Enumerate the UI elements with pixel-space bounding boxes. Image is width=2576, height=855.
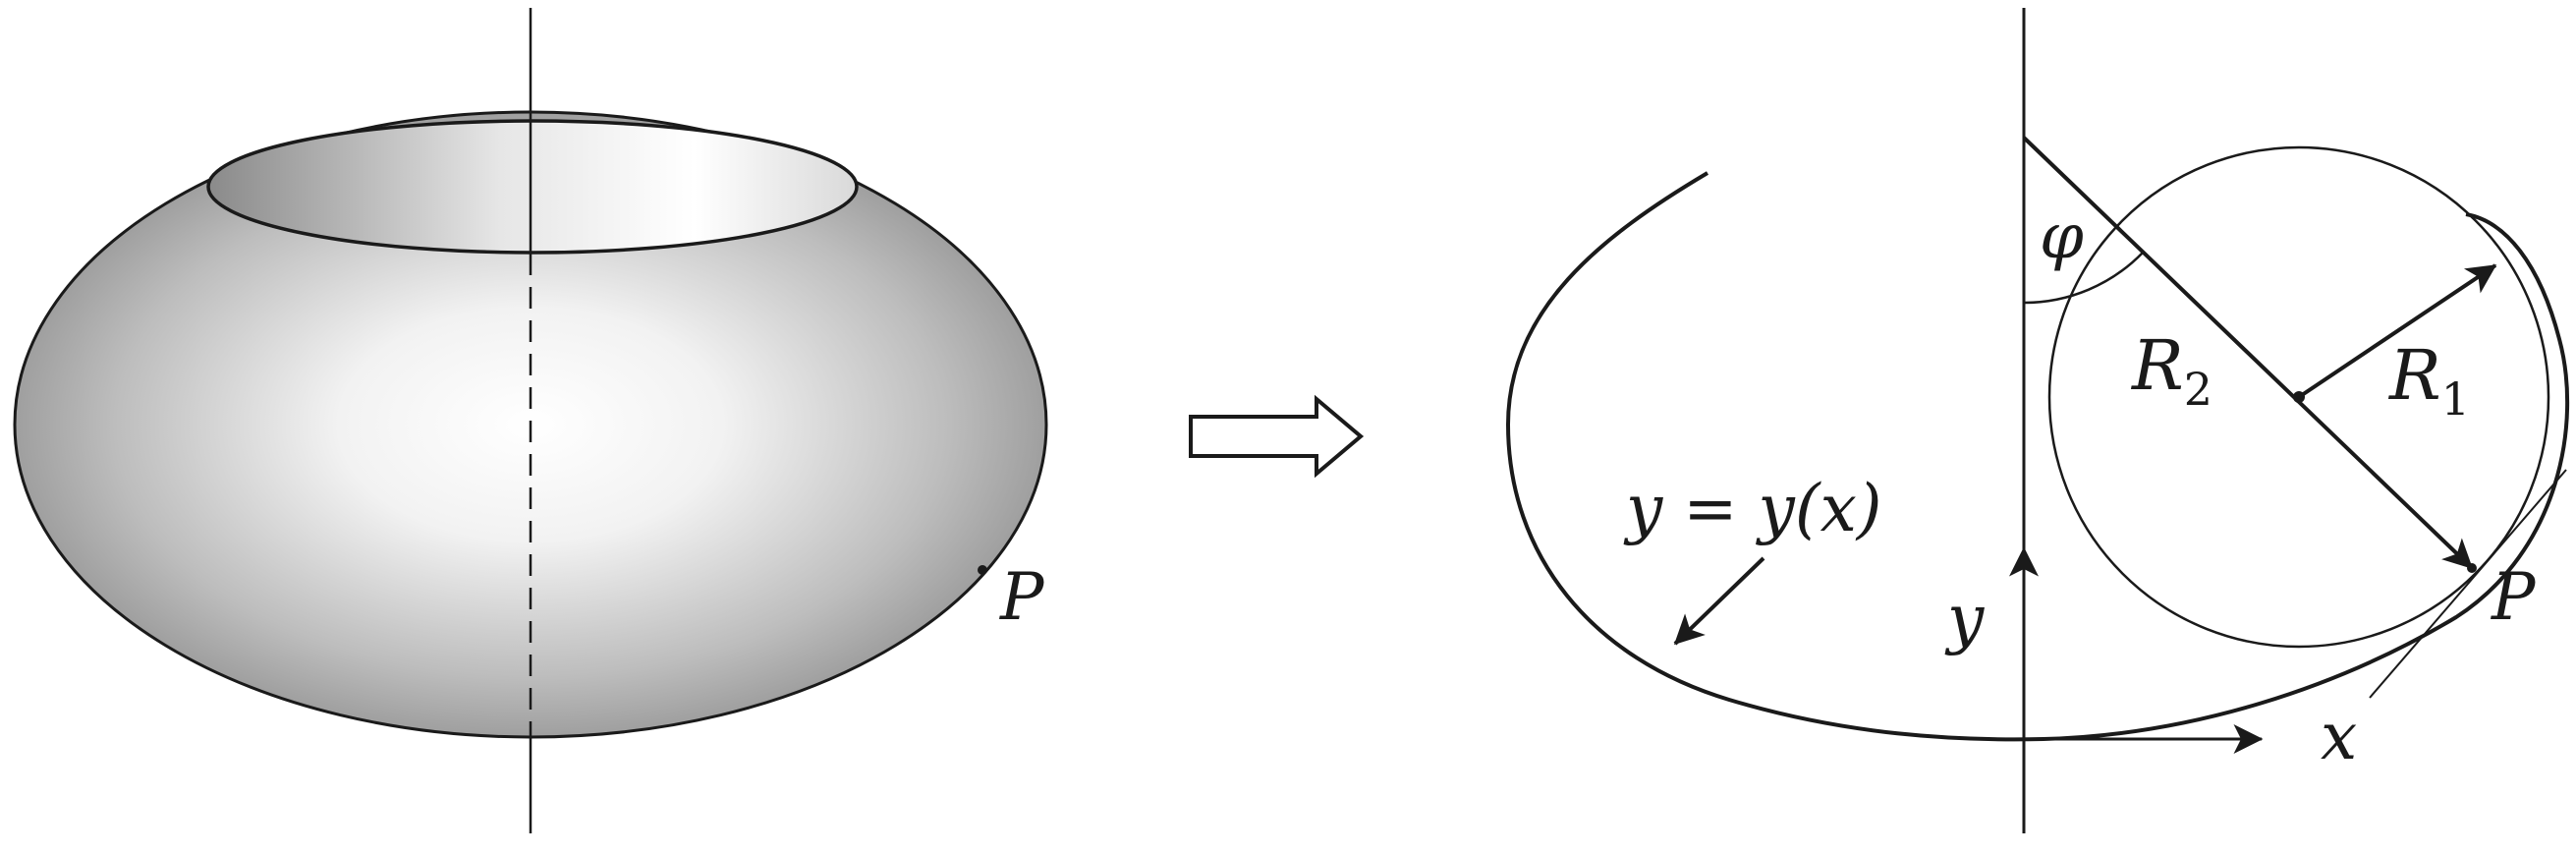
transform-arrow: [1189, 394, 1365, 479]
angle-phi-label: φ: [2040, 200, 2084, 273]
surface-point-p: [978, 565, 987, 575]
profile-point-p: [2467, 563, 2477, 573]
circle-center: [2293, 391, 2305, 403]
r2-label-sub: 2: [2184, 363, 2212, 416]
osculating-circle: [2047, 145, 2550, 649]
curve-label-pointer: [1673, 556, 1765, 646]
curve-equation-label: y = y(x): [1623, 471, 1882, 546]
surface-of-revolution: P: [13, 8, 1048, 833]
y-axis-label: y: [1944, 581, 1985, 656]
normal-line-r2: [2022, 136, 2474, 570]
radius-r1-arrow: [2297, 263, 2497, 399]
meridian-profile: φ R2 R1 y = y(x) y x P: [1505, 8, 2570, 833]
profile-curve: [1505, 171, 2570, 742]
angle-arc: [2023, 252, 2144, 305]
r2-label-main: R: [2130, 325, 2184, 406]
r2-label: R2: [2130, 325, 2212, 416]
profile-point-label: P: [2491, 559, 2537, 635]
x-axis-label: x: [2321, 699, 2357, 774]
r1-label: R1: [2387, 335, 2470, 426]
tangent-line: [2369, 469, 2567, 699]
surface-point-label: P: [999, 559, 1045, 635]
r1-label-main: R: [2387, 335, 2441, 416]
surface-opening: [206, 119, 859, 255]
r1-label-sub: 1: [2441, 372, 2470, 426]
